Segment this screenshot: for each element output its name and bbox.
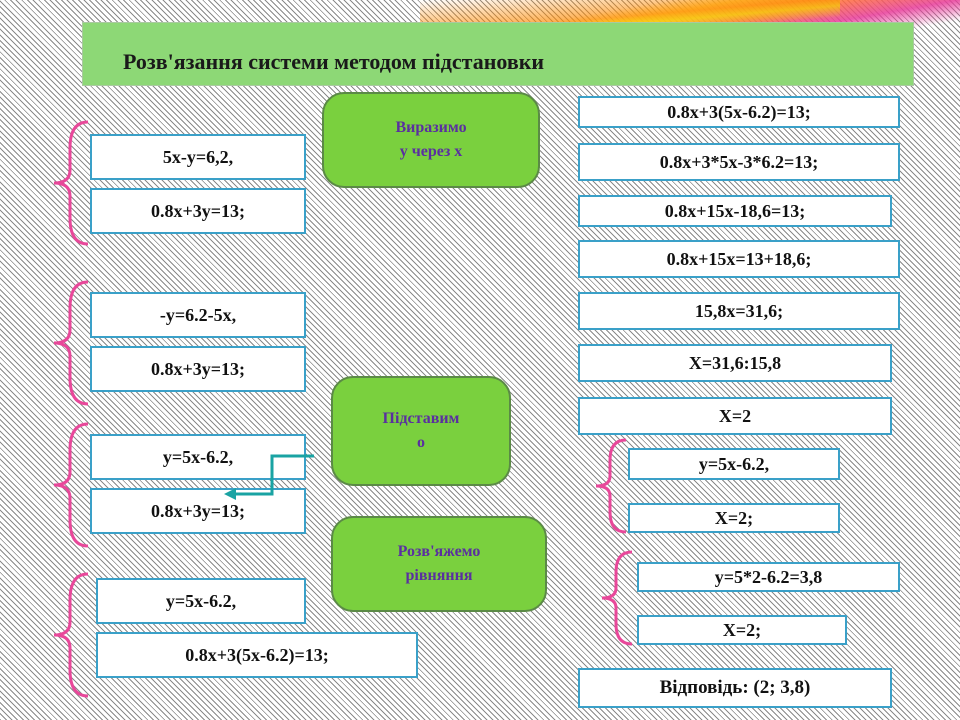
equation-box: -y=6.2-5x, xyxy=(90,292,306,338)
brace-icon xyxy=(595,438,627,534)
page-title: Розв'язання системи методом підстановки xyxy=(123,49,545,74)
step-equation: 0.8x+15x=13+18,6; xyxy=(578,240,900,278)
step-equation: X=31,6:15,8 xyxy=(578,344,892,382)
step-solve-line2: рівняння xyxy=(405,567,473,584)
step-equation: 0.8x+3*5x-3*6.2=13; xyxy=(578,143,900,181)
step-express-line2: у через х xyxy=(399,143,463,160)
step-equation: 0.8x+15x-18,6=13; xyxy=(578,195,892,227)
step-substitute-line2: о xyxy=(417,434,425,451)
brace-icon xyxy=(53,120,89,246)
equation-box: 0.8x+3y=13; xyxy=(90,346,306,392)
answer-box: Відповідь: (2; 3,8) xyxy=(578,668,892,708)
equation-box: 0.8x+3(5x-6.2)=13; xyxy=(96,632,418,678)
step-equation: 0.8x+3(5x-6.2)=13; xyxy=(578,96,900,128)
step-express-line1: Виразимо xyxy=(395,119,467,136)
result-equation: X=2; xyxy=(637,615,847,645)
brace-icon xyxy=(601,550,633,646)
step-equation: 15,8x=31,6; xyxy=(578,292,900,330)
result-equation: X=2; xyxy=(628,503,840,533)
equation-box: 0.8x+3y=13; xyxy=(90,488,306,534)
step-substitute-line1: Підставим xyxy=(382,410,460,427)
result-equation: y=5x-6.2, xyxy=(628,448,840,480)
step-substitute: Підставим о xyxy=(331,376,511,486)
equation-box: 5x-y=6,2, xyxy=(90,134,306,180)
title-bar: Розв'язання системи методом підстановки xyxy=(82,22,914,86)
result-equation: y=5*2-6.2=3,8 xyxy=(637,562,900,592)
step-equation: X=2 xyxy=(578,397,892,435)
step-express: Виразимо у через х xyxy=(322,92,540,188)
brace-icon xyxy=(53,280,89,406)
step-solve: Розв'яжемо рівняння xyxy=(331,516,547,612)
brace-icon xyxy=(53,572,89,698)
equation-box: y=5x-6.2, xyxy=(96,578,306,624)
step-solve-line1: Розв'яжемо xyxy=(397,543,481,560)
brace-icon xyxy=(53,422,89,548)
equation-box: 0.8x+3y=13; xyxy=(90,188,306,234)
